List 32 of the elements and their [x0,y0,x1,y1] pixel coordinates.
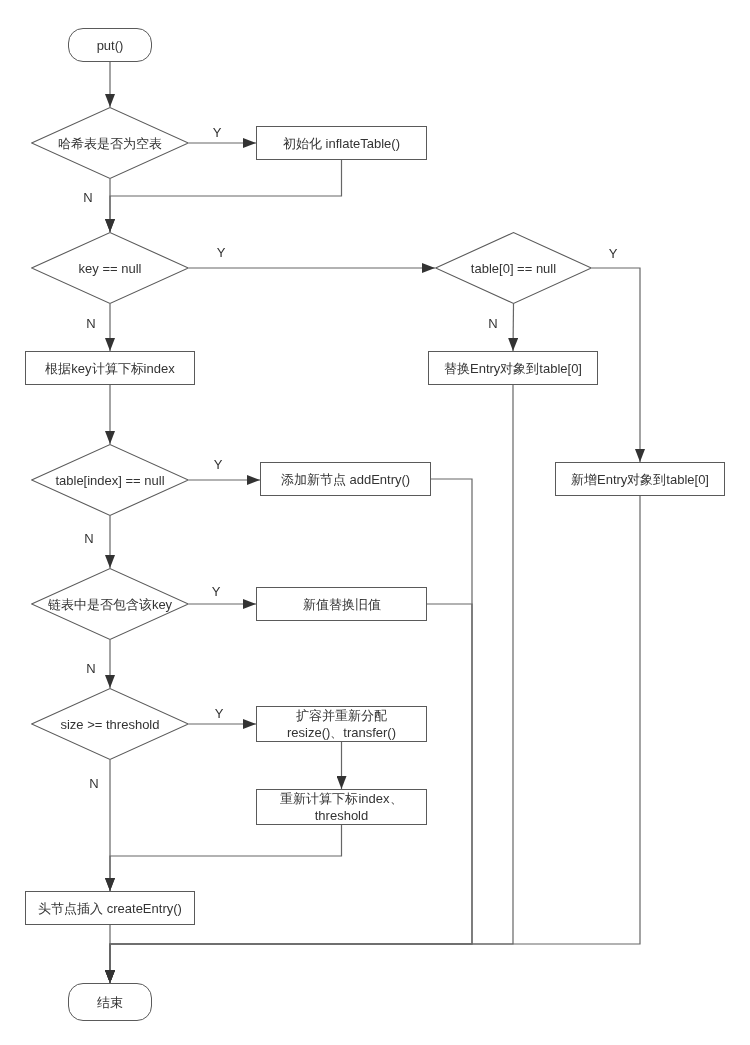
decision-diamond: key == null [31,232,189,304]
arrow [188,599,257,609]
decision-diamond: table[0] == null [435,232,592,304]
arrow [105,61,115,108]
process-box: 新增Entry对象到table[0] [555,462,725,496]
terminal-box: 结束 [68,983,152,1021]
decision-diamond: size >= threshold [31,688,189,760]
process-box: 扩容并重新分配 resize()、transfer() [256,706,427,742]
arrow [105,303,115,352]
process-box: 头节点插入 createEntry() [25,891,195,925]
arrow [105,384,115,445]
process-box: 根据key计算下标index [25,351,195,385]
process-box: 添加新节点 addEntry() [260,462,431,496]
process-box: 重新计算下标index、threshold [256,789,427,825]
process-box: 替换Entry对象到table[0] [428,351,598,385]
process-box: 初始化 inflateTable() [256,126,427,160]
arrow [105,639,115,689]
arrow [188,263,436,273]
arrow [105,159,343,233]
process-box: 新值替换旧值 [256,587,427,621]
decision-diamond: 链表中是否包含该key [31,568,189,640]
arrow [188,475,261,485]
decision-diamond: 哈希表是否为空表 [31,107,189,179]
arrow [508,303,519,352]
decision-diamond: table[index] == null [31,444,189,516]
arrow [188,719,257,729]
arrow [105,824,343,892]
arrow [188,138,257,148]
arrow [336,741,347,790]
arrow [591,267,645,463]
arrow [105,515,115,569]
terminal-box: put() [68,28,152,62]
